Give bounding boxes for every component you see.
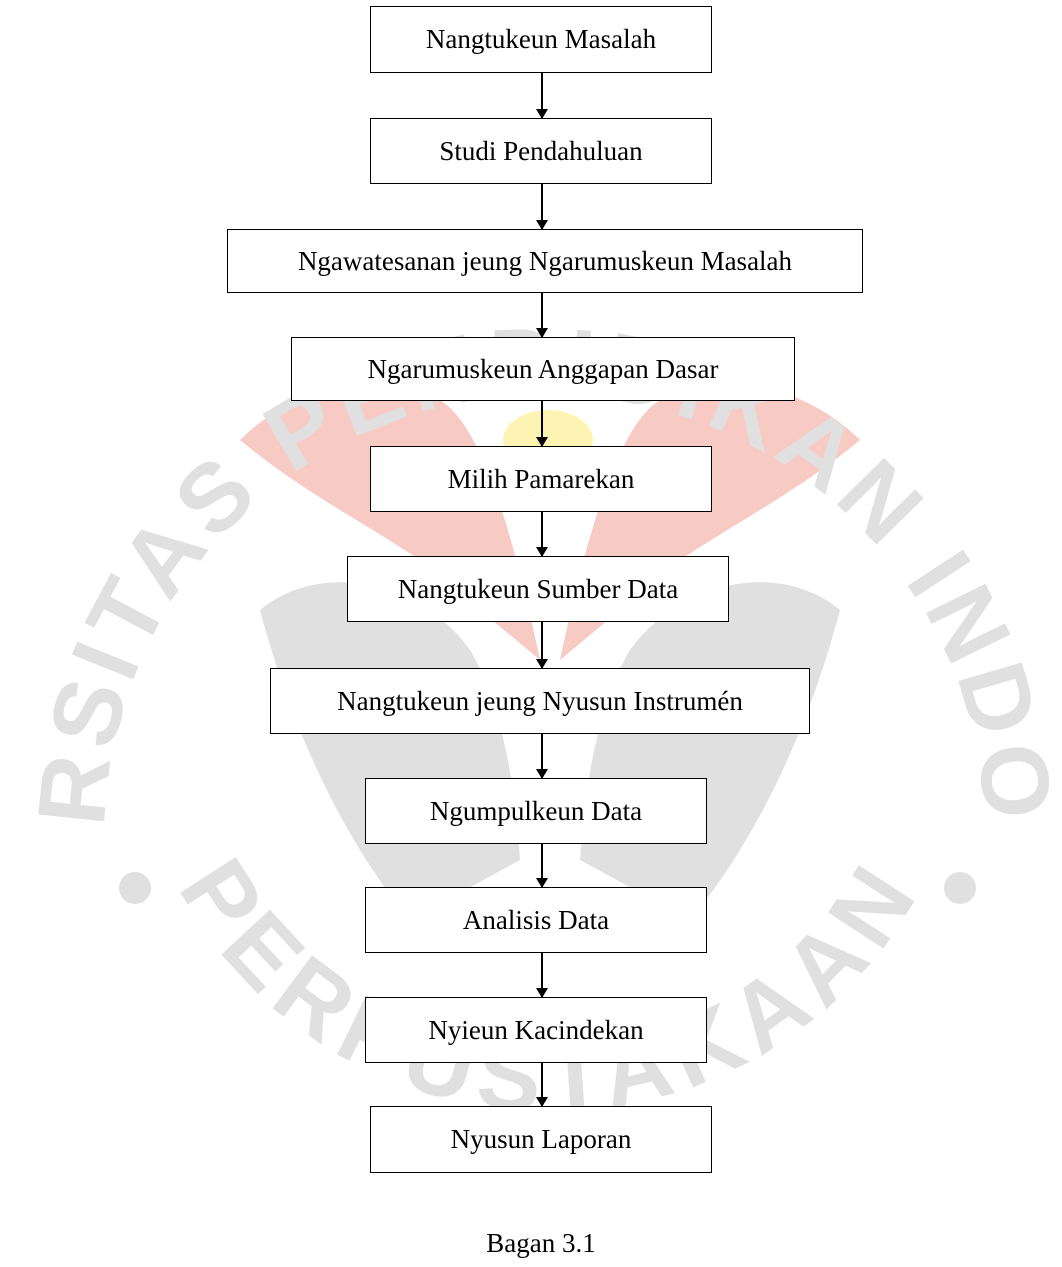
flow-step-nangtukeun-nyusun-instrumen: Nangtukeun jeung Nyusun Instrumén (270, 668, 810, 734)
flow-step-ngarumuskeun-anggapan-dasar: Ngarumuskeun Anggapan Dasar (291, 337, 795, 401)
emblem-right-dot (944, 872, 976, 904)
figure-caption: Bagan 3.1 (486, 1228, 596, 1258)
flow-step-nyieun-kacindekan: Nyieun Kacindekan (365, 997, 707, 1063)
flow-step-nangtukeun-sumber-data: Nangtukeun Sumber Data (347, 556, 729, 622)
flow-step-studi-pendahuluan: Studi Pendahuluan (370, 118, 712, 184)
flow-step-milih-pamarekan: Milih Pamarekan (370, 446, 712, 512)
flow-step-nangtukeun-masalah: Nangtukeun Masalah (370, 6, 712, 73)
flow-step-analisis-data: Analisis Data (365, 887, 707, 953)
flow-step-ngumpulkeun-data: Ngumpulkeun Data (365, 778, 707, 844)
flow-step-nyusun-laporan: Nyusun Laporan (370, 1106, 712, 1173)
emblem-left-dot (119, 872, 151, 904)
flow-step-ngawatesanan-ngarumuskeun-masalah: Ngawatesanan jeung Ngarumuskeun Masalah (227, 229, 863, 293)
